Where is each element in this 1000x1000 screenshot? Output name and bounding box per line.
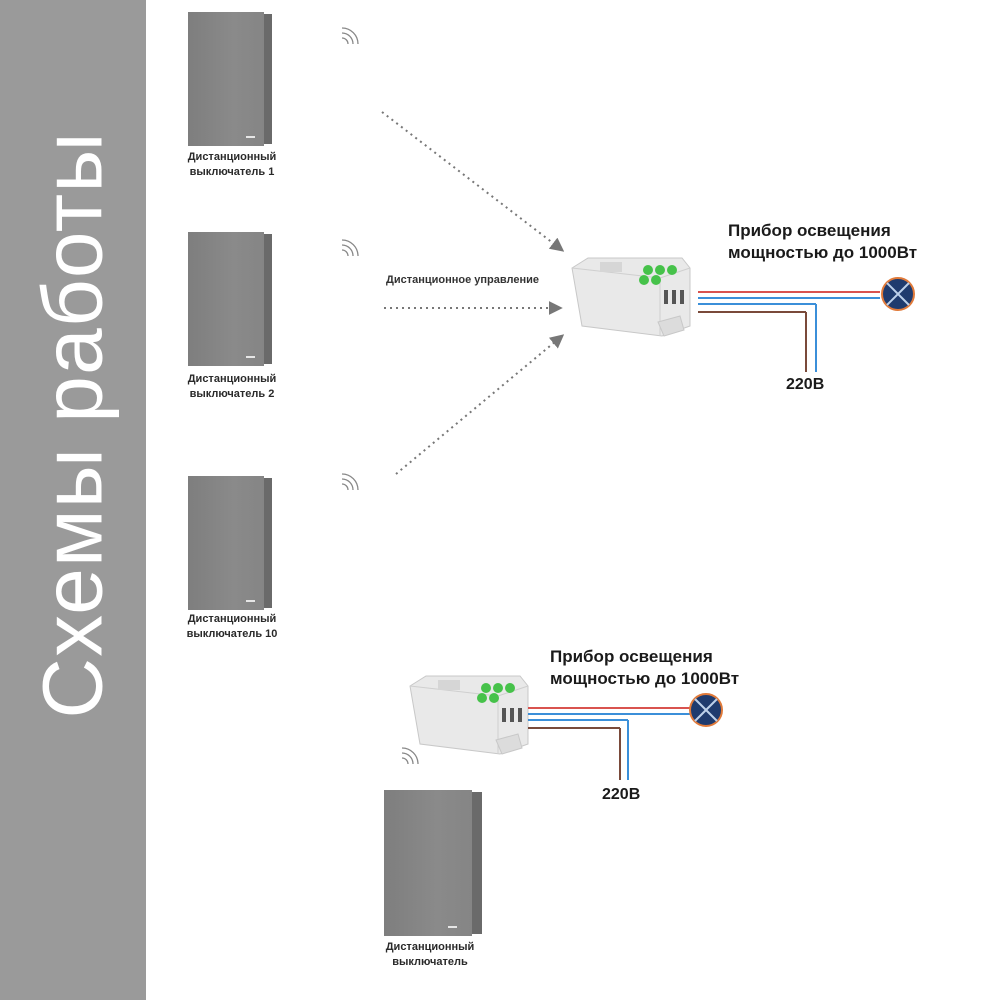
wifi-signal-icon	[341, 239, 359, 257]
switch-label-bottom: Дистанционный выключатель	[385, 941, 475, 968]
relay-module-icon	[409, 675, 529, 755]
sidebar: Схемы работы	[0, 0, 146, 1000]
wifi-signal-icon	[341, 27, 359, 45]
relay-module-icon	[571, 257, 691, 337]
wiring-2	[528, 707, 690, 780]
voltage-label-1: 220В	[786, 376, 825, 393]
voltage-label-2: 220В	[602, 786, 641, 803]
remote-switch-bottom	[384, 790, 482, 936]
remote-switch-1	[188, 12, 272, 146]
lamp-icon	[689, 693, 723, 727]
wiring-1	[698, 291, 880, 372]
signal-arrow	[395, 334, 565, 475]
remote-control-label: Дистанционное управление	[386, 274, 539, 286]
lamp-label-1: Прибор освещения мощностью до 1000Вт	[728, 221, 918, 262]
switch-label-2: Дистанционный выключатель 2	[187, 373, 277, 400]
remote-switch-10	[188, 476, 272, 610]
signal-arrow	[381, 111, 565, 252]
lamp-label-2: Прибор освещения мощностью до 1000Вт	[550, 647, 740, 688]
wifi-signal-icon	[341, 473, 359, 491]
switch-label-1: Дистанционный выключатель 1	[187, 151, 277, 178]
wifi-signal-icon	[401, 747, 419, 765]
lamp-icon	[881, 277, 915, 311]
switch-label-10: Дистанционный выключатель 10	[186, 613, 278, 640]
remote-switch-2	[188, 232, 272, 366]
